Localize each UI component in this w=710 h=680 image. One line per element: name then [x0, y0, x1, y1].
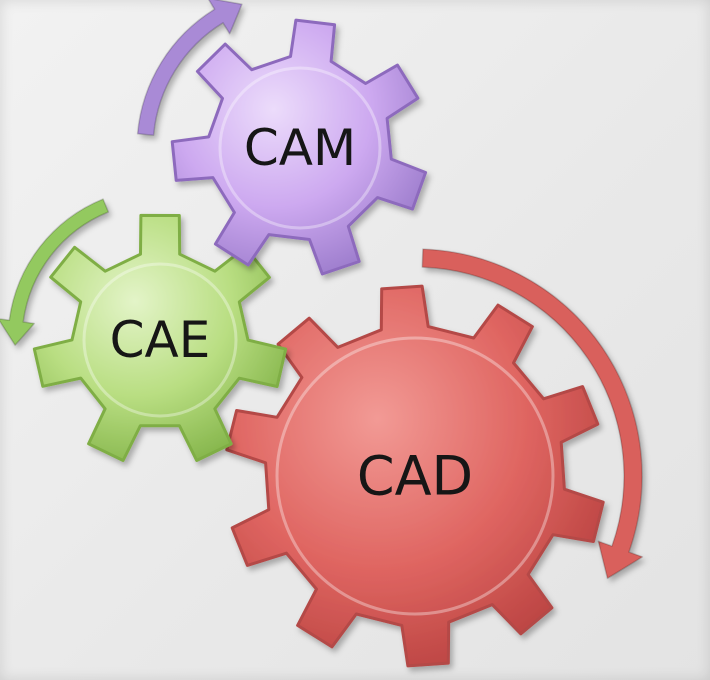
- cam-gear: CAM: [170, 18, 428, 276]
- cam-gear-shape: [170, 18, 428, 276]
- cad-gear-shape: [225, 284, 605, 668]
- cam-cycle-arrow: [136, 0, 243, 136]
- cad-cycle-arrow: [421, 248, 644, 580]
- cad-label: CAD: [357, 445, 473, 508]
- cam-label: CAM: [244, 119, 356, 177]
- cae-gear-bevel: [82, 262, 238, 418]
- cae-cycle-arrow: [0, 198, 110, 346]
- cae-gear: CAE: [32, 213, 288, 462]
- cam-gear-bevel: [218, 66, 382, 230]
- cad-gear-bevel: [275, 336, 555, 616]
- arrows-layer: [0, 0, 644, 580]
- cad-gear: CAD: [225, 284, 605, 668]
- cae-label: CAE: [110, 311, 211, 369]
